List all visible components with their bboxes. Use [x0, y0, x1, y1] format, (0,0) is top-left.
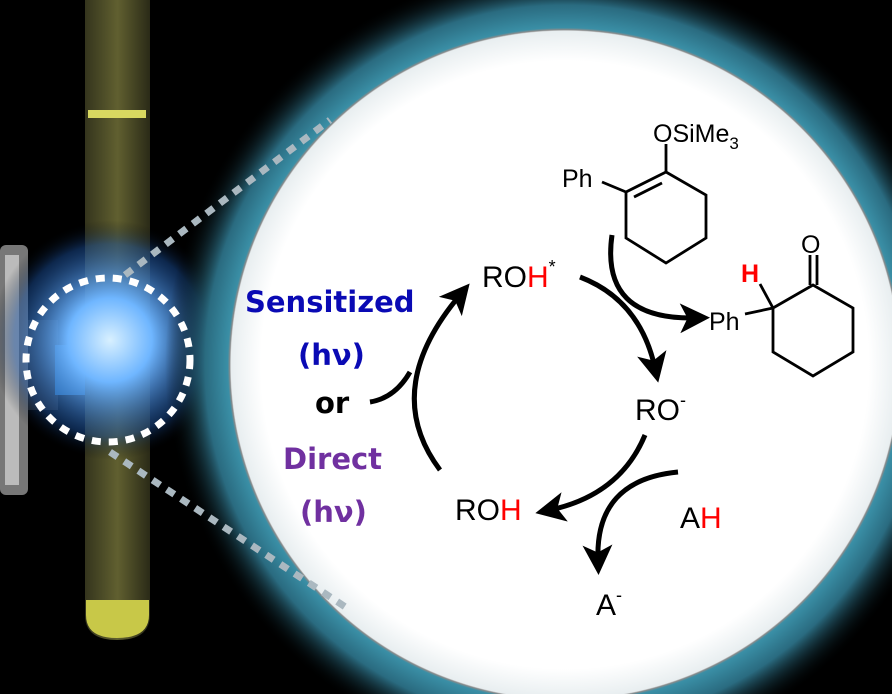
- arrow-excitation: [411, 283, 470, 472]
- cycle-arrows: [369, 234, 710, 575]
- hv-label-1: (hν): [298, 338, 365, 372]
- hv-label-2: (hν): [300, 495, 367, 529]
- zoom-line-bottom: [108, 449, 352, 613]
- h-label: H: [741, 260, 759, 288]
- magnified-disc: [160, 0, 892, 694]
- arrow-ah-to-a: [582, 469, 679, 575]
- a-minus: A-: [596, 585, 622, 622]
- zoom-circle: [22, 274, 194, 446]
- ph-label: Ph: [562, 165, 593, 193]
- roh-star: ROH*: [482, 257, 556, 294]
- ah: AH: [680, 502, 722, 535]
- ro-minus: RO-: [635, 390, 686, 427]
- arrow-light-input: [369, 370, 413, 405]
- product-ketone: O H Ph: [709, 231, 855, 378]
- or-label: or: [315, 386, 350, 420]
- arrow-roh-star-to-ro: [579, 274, 667, 383]
- zoom-line-top: [122, 117, 333, 278]
- o-label: O: [801, 231, 820, 259]
- osime3-label: OSiMe3: [653, 120, 739, 153]
- silyl-enol-ether: OSiMe3 Ph: [562, 120, 739, 265]
- arrow-ro-to-roh: [535, 434, 648, 522]
- direct-label: Direct: [283, 442, 382, 476]
- arrow-enol-to-product: [608, 234, 710, 334]
- roh: ROH: [455, 494, 522, 527]
- product-ph-label: Ph: [709, 308, 740, 336]
- sensitized-label: Sensitized: [245, 285, 415, 319]
